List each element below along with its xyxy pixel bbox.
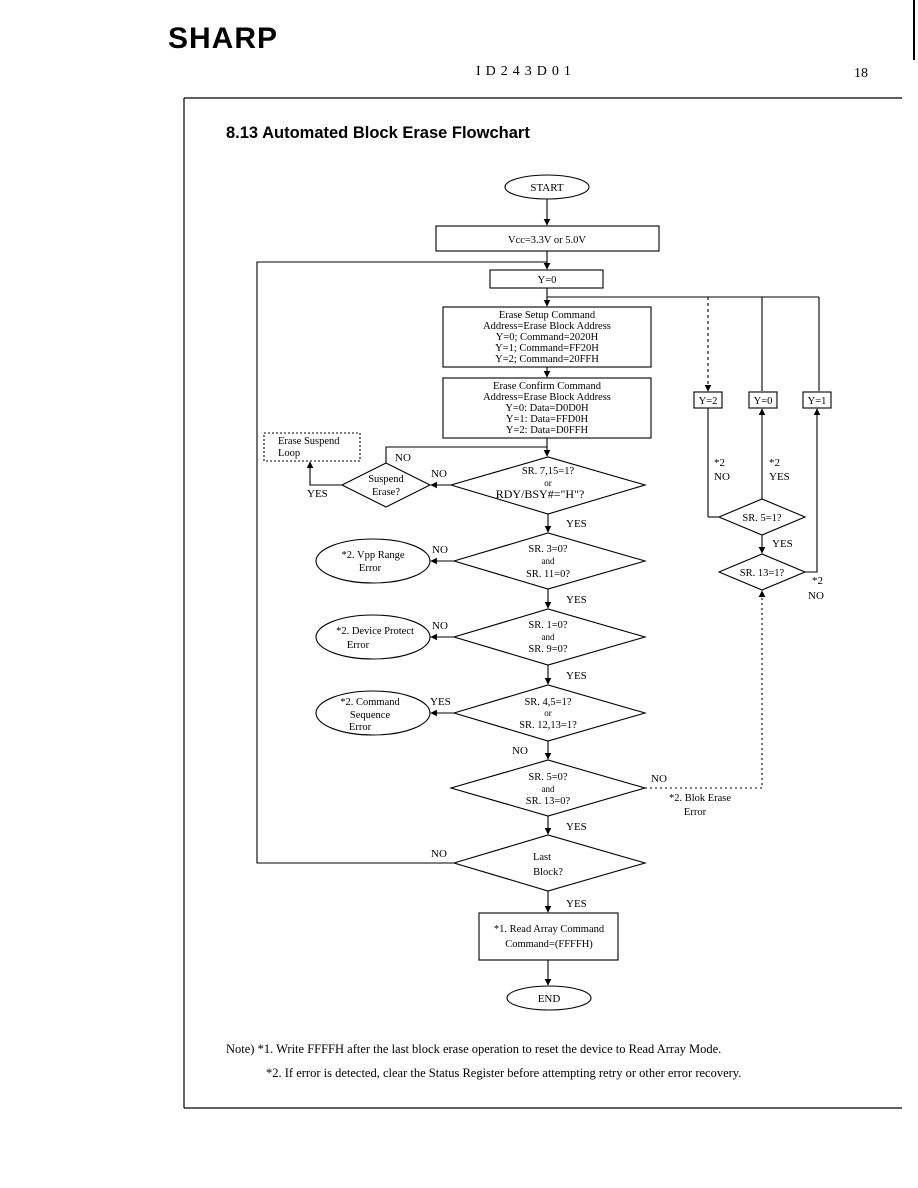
vpp-error-line-1: *2. Vpp Range (341, 550, 404, 561)
suspend-no-label: NO (395, 452, 411, 464)
vpp-error-line-2: Error (359, 563, 382, 574)
protect-decision-line-3: SR. 9=0? (528, 644, 568, 655)
read-array-line-1: *1. Read Array Command (494, 924, 605, 935)
sr5-yes-star2-label: *2 (769, 457, 780, 469)
vcc-label: Vcc=3.3V or 5.0V (508, 235, 586, 246)
document-id: ID243D01 (476, 64, 576, 79)
vpp-yes-label: YES (566, 594, 587, 606)
sequence-error-line-1: *2. Command (340, 697, 400, 708)
confirm-line-2: Address=Erase Block Address (483, 392, 611, 403)
y0-box (748, 391, 778, 409)
suspend-yes-label: YES (307, 488, 328, 500)
suspend-decision-line-1: Suspend (368, 474, 404, 485)
protect-yes-label: YES (566, 670, 587, 682)
footnote-1: Note) *1. Write FFFFH after the last blo… (226, 1042, 722, 1056)
end-label: END (538, 993, 561, 1005)
confirm-line-5: Y=2: Data=D0FFH (506, 425, 589, 436)
sr5-label: SR. 5=1? (742, 513, 782, 524)
sr13-label: SR. 13=1? (740, 568, 785, 579)
y-init-label: Y=0 (538, 275, 557, 286)
sr13-no-label: NO (808, 590, 824, 602)
sequence-decision-line-1: SR. 4,5=1? (524, 697, 571, 708)
sequence-yes-label: YES (430, 696, 451, 708)
protect-error-line-2: Error (347, 640, 370, 651)
sharp-logo: SHARP (168, 22, 279, 55)
y0-label: Y=0 (754, 396, 773, 407)
y1-label: Y=1 (808, 396, 827, 407)
confirm-line-3: Y=0: Data=D0D0H (505, 403, 589, 414)
suspend-loop-line-1: Erase Suspend (278, 436, 340, 447)
erase-decision-line-3: SR. 13=0? (526, 796, 571, 807)
footnote-2: *2. If error is detected, clear the Stat… (266, 1066, 742, 1080)
last-decision-line-2: Block? (533, 867, 563, 878)
last-no-label: NO (431, 848, 447, 860)
ready-line-2: or (544, 478, 552, 488)
protect-decision-line-2: and (542, 632, 555, 642)
last-yes-label: YES (566, 898, 587, 910)
sequence-decision-line-3: SR. 12,13=1? (519, 720, 577, 731)
erase-decision-line-1: SR. 5=0? (528, 772, 568, 783)
last-decision-line-1: Last (533, 852, 551, 863)
read-array-box (478, 912, 619, 961)
sr5-decision (717, 498, 807, 536)
suspend-decision (340, 462, 432, 508)
last-block-decision (452, 834, 647, 892)
erase-no-label: NO (651, 773, 667, 785)
sr5-no-label: NO (714, 471, 730, 483)
sequence-error-line-2: Sequence (350, 710, 391, 721)
read-array-line-2: Command=(FFFFH) (505, 939, 593, 950)
suspend-loop-box (263, 432, 361, 462)
setup-line-5: Y=2; Command=20FFH (495, 354, 599, 365)
confirm-line-1: Erase Confirm Command (493, 381, 602, 392)
vpp-no-label: NO (432, 544, 448, 556)
erase-decision-line-2: and (542, 784, 555, 794)
protect-error-terminal (315, 614, 431, 660)
page-number: 18 (854, 66, 868, 81)
y1-box (802, 391, 832, 409)
vpp-decision (452, 532, 647, 590)
vpp-decision-line-1: SR. 3=0? (528, 544, 568, 555)
sequence-error-terminal (315, 690, 431, 736)
end-terminal (506, 985, 592, 1011)
y2-label: Y=2 (699, 396, 718, 407)
protect-decision-line-1: SR. 1=0? (528, 620, 568, 631)
confirm-line-4: Y=1: Data=FFD0H (506, 414, 589, 425)
sr5-yes-label: YES (769, 471, 790, 483)
vpp-error-terminal (315, 538, 431, 584)
setup-line-3: Y=0; Command=2020H (496, 332, 599, 343)
sr5-down-yes-label: YES (772, 538, 793, 550)
protect-decision (452, 608, 647, 666)
suspend-decision-line-2: Erase? (372, 487, 400, 498)
ready-line-3: RDY/BSY#="H"? (496, 487, 585, 501)
protect-error-line-1: *2. Device Protect (336, 626, 414, 637)
sequence-no-label: NO (512, 745, 528, 757)
suspend-loop-line-2: Loop (278, 448, 300, 459)
blk-error-line-2: Error (684, 807, 707, 818)
start-label: START (530, 182, 564, 194)
ready-decision (449, 456, 647, 515)
sr13-star2-label: *2 (812, 575, 823, 587)
section-title: 8.13 Automated Block Erase Flowchart (226, 124, 530, 142)
setup-line-2: Address=Erase Block Address (483, 321, 611, 332)
erase-yes-label: YES (566, 821, 587, 833)
ready-yes-label: YES (566, 518, 587, 530)
protect-no-label: NO (432, 620, 448, 632)
ready-no-label: NO (431, 468, 447, 480)
sequence-decision-line-2: or (544, 708, 552, 718)
setup-line-1: Erase Setup Command (499, 310, 596, 321)
sr5-star2-label: *2 (714, 457, 725, 469)
sequence-decision (452, 684, 647, 742)
vpp-decision-line-2: and (542, 556, 555, 566)
ready-line-1: SR. 7,15=1? (522, 466, 575, 477)
vpp-decision-line-3: SR. 11=0? (526, 569, 570, 580)
setup-line-4: Y=1; Command=FF20H (495, 343, 599, 354)
sequence-error-line-3: Error (349, 722, 372, 733)
blk-error-line-1: *2. Blok Erase (669, 793, 731, 804)
